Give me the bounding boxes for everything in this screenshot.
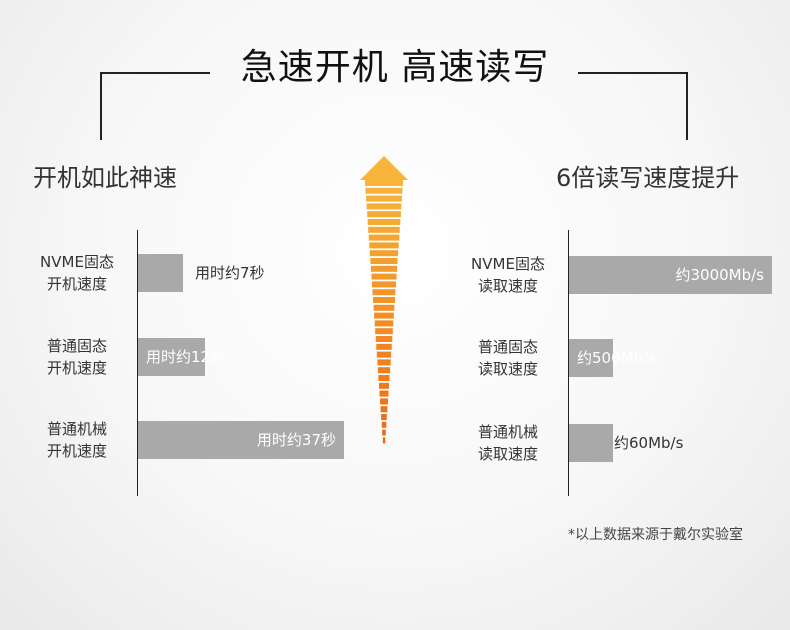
speed-arrow-icon	[360, 156, 408, 444]
arrow-segment	[378, 375, 390, 381]
arrow-segment	[377, 367, 391, 374]
arrow-segment	[372, 289, 396, 296]
arrow-segment	[373, 297, 395, 303]
arrow-segment	[366, 203, 402, 210]
bar	[569, 256, 772, 294]
arrow-segment	[377, 359, 391, 366]
category-label-line: 读取速度	[477, 445, 538, 463]
category-label: NVME固态读取速度	[458, 253, 558, 297]
y-axis-line	[137, 230, 138, 496]
arrow-segment	[369, 242, 399, 249]
data-label: 约60Mb/s	[614, 434, 684, 452]
data-label: 用时约7秒	[195, 264, 265, 282]
category-label-line: 普通机械	[46, 420, 107, 438]
bar	[138, 421, 344, 459]
bar	[569, 339, 613, 377]
arrow-segment	[380, 398, 388, 405]
arrow-segment	[371, 273, 397, 280]
data-label: 约500Mb/s	[577, 349, 656, 367]
arrow-segment	[367, 219, 401, 225]
category-label-line: 读取速度	[477, 360, 538, 378]
footnote: *以上数据来源于戴尔实验室	[568, 527, 743, 543]
category-label-line: 开机速度	[46, 442, 107, 460]
arrow-segment	[373, 304, 395, 311]
arrow-segment	[376, 343, 392, 350]
arrow-segment	[381, 421, 387, 428]
bar	[138, 338, 205, 376]
category-label-line: 普通机械	[477, 423, 538, 441]
arrow-segment	[367, 211, 401, 218]
category-label: NVME固态开机速度	[27, 251, 127, 295]
bar	[569, 424, 613, 462]
bar	[138, 254, 183, 292]
arrow-segment	[365, 180, 403, 186]
arrow-segment	[374, 312, 394, 319]
right-bracket-line	[578, 72, 688, 140]
category-label-line: NVME固态	[471, 255, 545, 273]
arrow-segment	[382, 437, 386, 444]
left-chart-title: 开机如此神速	[33, 164, 177, 192]
arrow-segment	[369, 250, 399, 257]
arrow-segment	[375, 328, 393, 335]
y-axis-line	[568, 230, 569, 496]
category-label: 普通机械开机速度	[27, 418, 127, 462]
arrow-head	[360, 156, 408, 180]
arrow-segment	[379, 390, 389, 397]
data-label: 用时约37秒	[256, 431, 336, 449]
category-label: 普通固态读取速度	[458, 336, 558, 380]
arrow-segment	[372, 281, 396, 288]
arrow-segment	[374, 320, 394, 327]
category-label-line: 普通固态	[46, 337, 107, 355]
arrow-segment	[370, 258, 398, 264]
right-chart-title: 6倍读写速度提升	[556, 164, 740, 192]
arrow-segment	[379, 382, 389, 389]
arrow-segment	[365, 187, 403, 194]
category-label: 普通固态开机速度	[27, 335, 127, 379]
category-label-line: 开机速度	[46, 359, 107, 377]
data-label: 约3000Mb/s	[675, 266, 764, 284]
arrow-segment	[370, 265, 398, 272]
arrow-segment	[382, 429, 386, 436]
arrow-segment	[376, 351, 392, 358]
arrow-segment	[380, 406, 388, 413]
page-title: 急速开机 高速读写	[240, 47, 550, 88]
category-label-line: 开机速度	[46, 275, 107, 293]
arrow-segment	[381, 414, 387, 420]
data-label: 用时约12秒	[146, 348, 226, 366]
category-label-line: 普通固态	[477, 338, 538, 356]
left-bracket-line	[100, 72, 210, 140]
arrow-segment	[366, 195, 402, 202]
arrow-segment	[375, 336, 393, 342]
arrow-segment	[368, 226, 400, 233]
category-label: 普通机械读取速度	[458, 421, 558, 465]
category-label-line: NVME固态	[40, 253, 114, 271]
arrow-segment	[368, 234, 400, 241]
category-label-line: 读取速度	[477, 277, 538, 295]
